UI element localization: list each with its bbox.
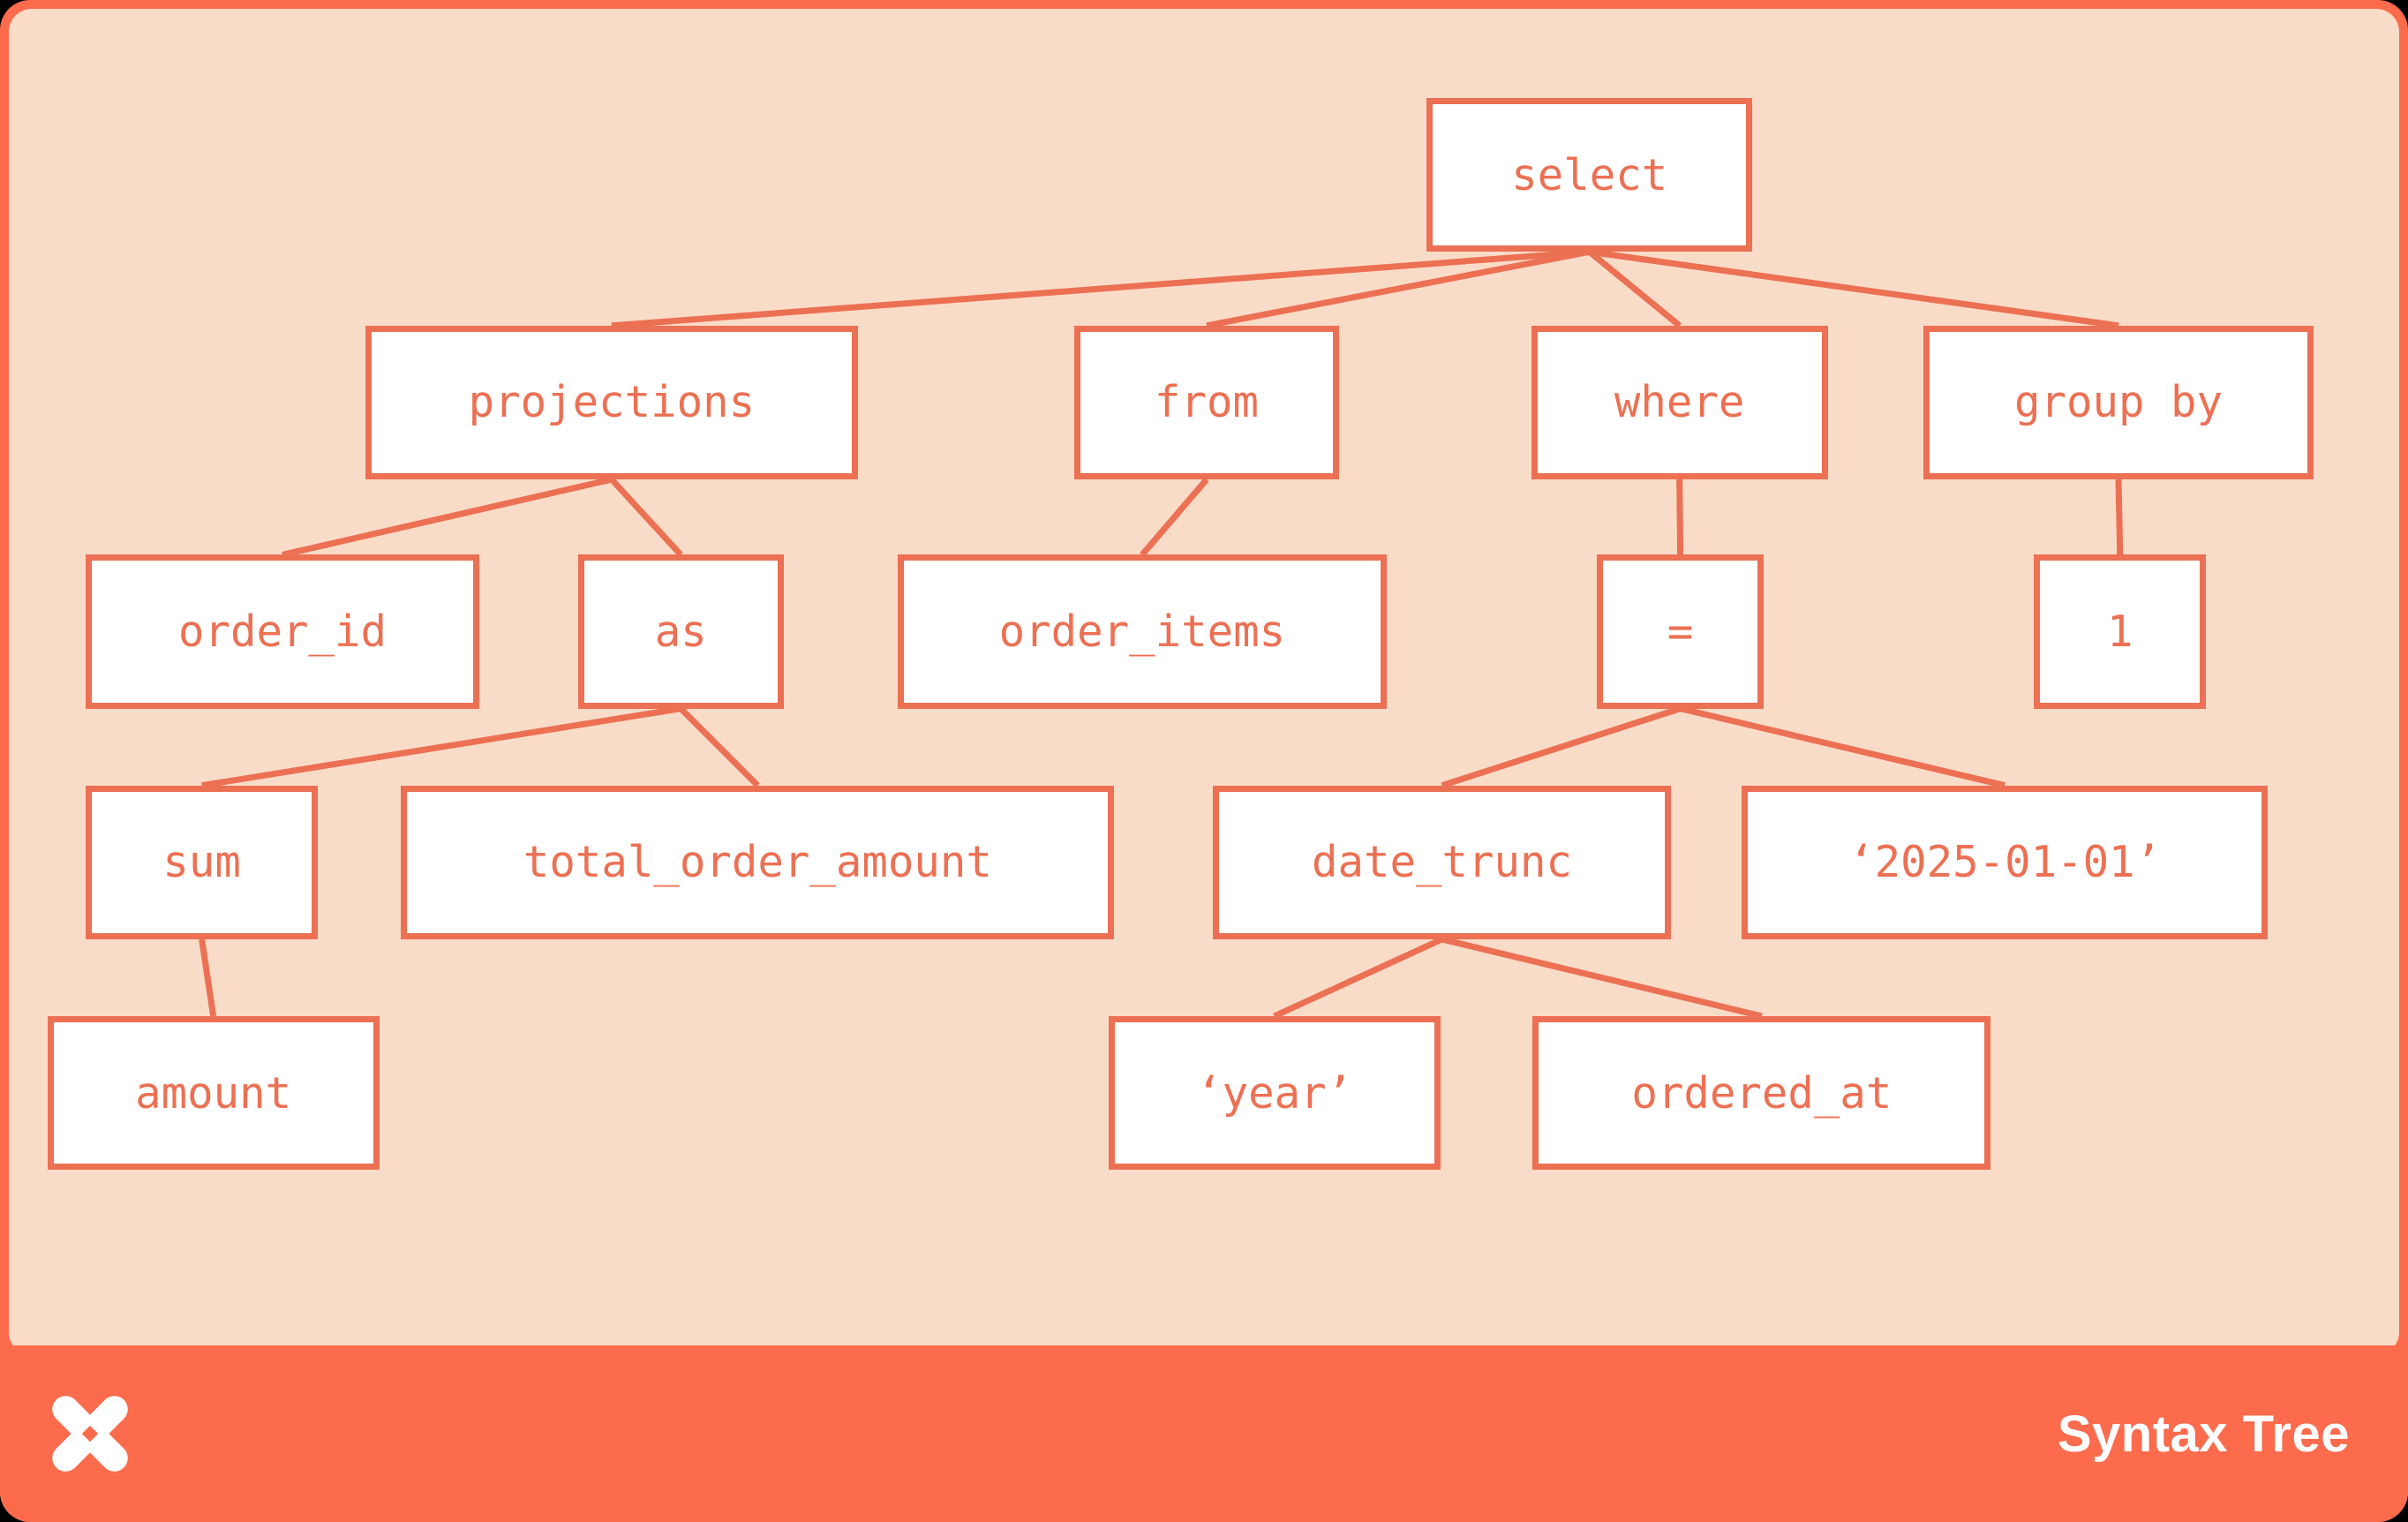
tree-edge-as-to-sum	[201, 705, 681, 789]
tree-node-from[interactable]: from	[1074, 325, 1339, 480]
tree-edge-as-to-total_order_amount	[678, 706, 760, 788]
tree-node-date_literal[interactable]: ‘2025-01-01’	[1742, 785, 2268, 939]
tree-edge-date_trunc-to-year_literal	[1273, 936, 1444, 1020]
tree-node-where[interactable]: where	[1531, 325, 1828, 480]
tree-edge-from-to-order_items	[1140, 477, 1209, 557]
tree-edge-select-to-group_by	[1589, 248, 2119, 329]
tree-node-sum[interactable]: sum	[86, 785, 319, 939]
tree-node-order_id[interactable]: order_id	[86, 554, 480, 709]
tree-edge-date_trunc-to-ordered_at	[1441, 936, 1763, 1020]
tree-edge-projections-to-as	[609, 477, 683, 557]
diagram-canvas: select projections from where group by order_…	[9, 9, 2399, 1355]
tree-node-date_trunc[interactable]: date_trunc	[1212, 785, 1672, 939]
tree-edge-where-to-eq	[1676, 479, 1684, 555]
tree-edges	[199, 248, 2124, 1020]
tree-node-total_order_amount[interactable]: total_order_amount	[401, 785, 1115, 939]
tree-edge-select-to-from	[1206, 248, 1591, 329]
tree-node-amount[interactable]: amount	[47, 1016, 380, 1171]
tree-edge-eq-to-date_trunc	[1441, 705, 1682, 789]
tree-node-ordered_at[interactable]: ordered_at	[1532, 1016, 1991, 1171]
tree-edge-group_by-to-one	[2115, 478, 2124, 555]
tree-edge-sum-to-amount	[199, 938, 217, 1017]
tree-node-year_literal[interactable]: ‘year’	[1108, 1016, 1441, 1171]
tree-edge-eq-to-date_literal	[1679, 705, 2005, 789]
tree-node-group_by[interactable]: group by	[1923, 325, 2314, 480]
footer-bar: Syntax Tree	[0, 1345, 2408, 1522]
tree-node-as[interactable]: as	[577, 554, 784, 709]
tree-edge-select-to-projections	[611, 248, 1591, 329]
tree-node-projections[interactable]: projections	[365, 325, 858, 480]
tree-node-one[interactable]: 1	[2034, 554, 2207, 709]
footer-title: Syntax Tree	[2057, 1405, 2350, 1463]
tree-node-select[interactable]: select	[1426, 98, 1753, 252]
tree-node-order_items[interactable]: order_items	[897, 554, 1387, 709]
x-butterfly-logo-icon	[52, 1396, 128, 1472]
tree-edge-projections-to-order_id	[282, 476, 613, 558]
tree-edge-select-to-where	[1587, 249, 1682, 328]
tree-node-eq[interactable]: =	[1597, 554, 1764, 709]
